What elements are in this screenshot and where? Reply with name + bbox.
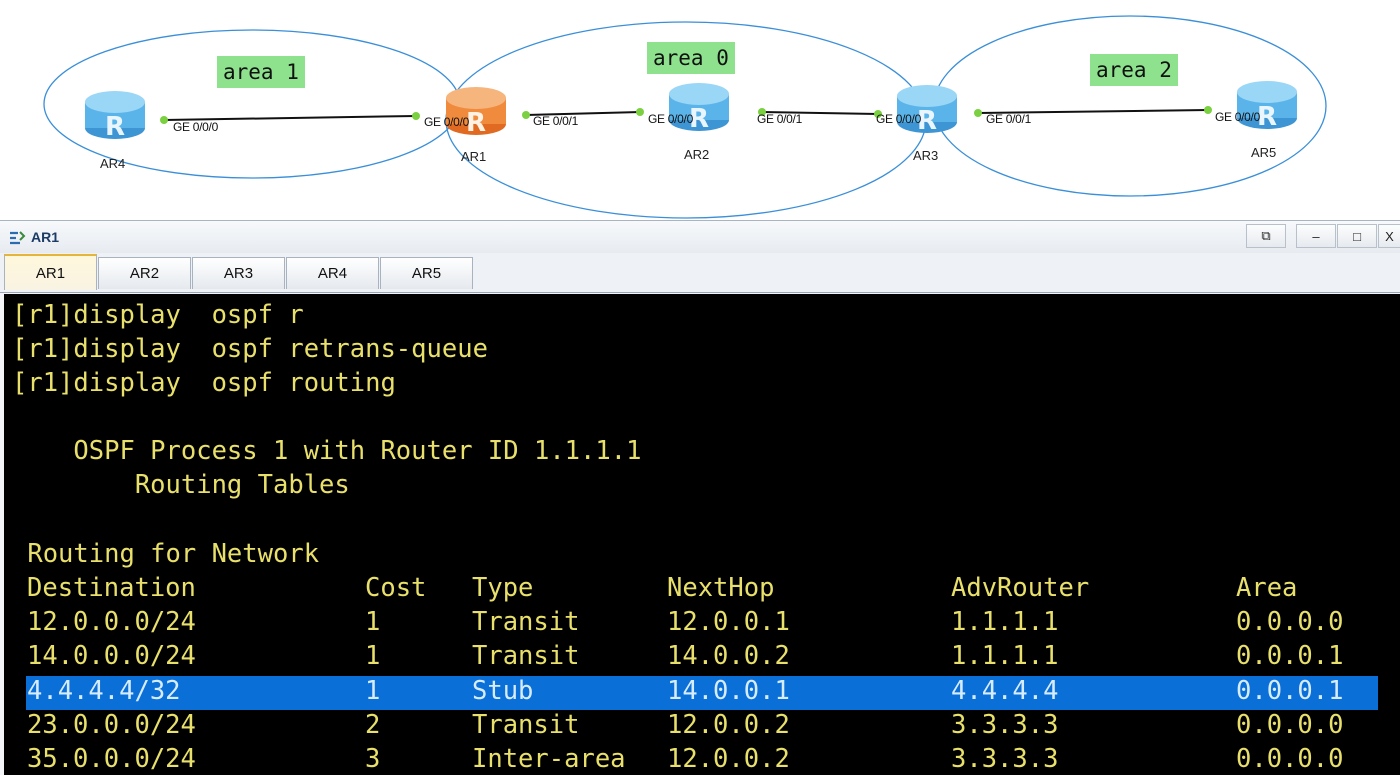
interface-label: GE 0/0/1	[986, 112, 1031, 126]
link-ar2-ar3	[761, 111, 879, 115]
col-header-advrouter: AdvRouter	[951, 573, 1090, 603]
table-cell: 3.3.3.3	[951, 744, 1059, 774]
port-dot	[974, 109, 982, 117]
terminal-console[interactable]: [r1]display ospf r [r1]display ospf retr…	[4, 294, 1400, 775]
table-cell: Transit	[472, 710, 580, 740]
terminal-line: Routing for Network	[12, 539, 320, 569]
tab-ar2[interactable]: AR2	[98, 257, 191, 289]
router-ar3-icon[interactable]: R	[896, 84, 958, 134]
table-cell-selected: Stub	[472, 676, 534, 706]
table-cell: 1	[365, 607, 381, 637]
table-cell: 3.3.3.3	[951, 710, 1059, 740]
interface-label: GE 0/0/0	[424, 115, 469, 129]
close-button[interactable]: X	[1378, 224, 1400, 248]
table-cell: 2	[365, 710, 381, 740]
svg-text:R: R	[105, 112, 125, 140]
terminal-line: [r1]display ospf routing	[12, 368, 396, 398]
table-cell: 12.0.0.2	[667, 744, 790, 774]
col-header-destination: Destination	[27, 573, 196, 603]
window-title: AR1	[31, 229, 60, 245]
table-cell-selected: 4.4.4.4	[951, 676, 1059, 706]
svg-text:R: R	[466, 108, 486, 136]
minimize-button[interactable]: –	[1296, 224, 1336, 248]
interface-label: GE 0/0/0	[876, 112, 921, 126]
table-cell-selected: 0.0.0.1	[1236, 676, 1344, 706]
port-dot	[1204, 106, 1212, 114]
terminal-line: [r1]display ospf retrans-queue	[12, 334, 488, 364]
link-ar1-ar2	[525, 111, 641, 116]
port-dot	[412, 112, 420, 120]
topology-canvas[interactable]: R R R R R area 1 area 0 area 2 AR4 AR1 A…	[0, 0, 1400, 220]
area-2-label[interactable]: area 2	[1090, 54, 1178, 86]
svg-text:R: R	[1257, 102, 1277, 130]
terminal-line: OSPF Process 1 with Router ID 1.1.1.1	[12, 436, 642, 466]
interface-label: GE 0/0/1	[533, 114, 578, 128]
tab-ar5[interactable]: AR5	[380, 257, 473, 289]
interface-label: GE 0/0/1	[757, 112, 802, 126]
col-header-type: Type	[472, 573, 534, 603]
table-cell: 14.0.0.2	[667, 641, 790, 671]
table-cell-selected: 1	[365, 676, 381, 706]
table-cell: 12.0.0.2	[667, 710, 790, 740]
svg-text:R: R	[917, 106, 937, 134]
device-label-ar1: AR1	[461, 149, 487, 164]
table-cell: Transit	[472, 607, 580, 637]
table-cell: 1	[365, 641, 381, 671]
table-cell: 0.0.0.0	[1236, 744, 1344, 774]
interface-label: GE 0/0/0	[173, 120, 218, 134]
port-dot	[160, 116, 168, 124]
tab-ar3[interactable]: AR3	[192, 257, 285, 289]
table-cell: 0.0.0.0	[1236, 607, 1344, 637]
table-cell: 14.0.0.0/24	[27, 641, 196, 671]
col-header-nexthop: NextHop	[667, 573, 775, 603]
table-cell: 23.0.0.0/24	[27, 710, 196, 740]
svg-text:R: R	[689, 104, 709, 132]
area-0-label[interactable]: area 0	[647, 42, 735, 74]
table-cell: Transit	[472, 641, 580, 671]
table-cell: 12.0.0.1	[667, 607, 790, 637]
terminal-line: Routing Tables	[12, 470, 350, 500]
router-ar4-icon[interactable]: R	[84, 90, 146, 140]
table-cell: 1.1.1.1	[951, 641, 1059, 671]
device-label-ar2: AR2	[684, 147, 710, 162]
table-cell: 0.0.0.1	[1236, 641, 1344, 671]
topology-links	[43, 15, 1327, 219]
tab-ar1[interactable]: AR1	[4, 254, 97, 290]
area-1-label[interactable]: area 1	[217, 56, 305, 88]
port-dot	[636, 108, 644, 116]
terminal-line: [r1]display ospf r	[12, 300, 304, 330]
table-cell: 3	[365, 744, 381, 774]
router-ar5-icon[interactable]: R	[1236, 80, 1298, 130]
col-header-cost: Cost	[365, 573, 427, 603]
interface-label: GE 0/0/0	[1215, 110, 1260, 124]
device-tabs: AR1 AR2 AR3 AR4 AR5	[0, 253, 1400, 293]
terminal-app-icon	[10, 231, 26, 245]
table-cell: 0.0.0.0	[1236, 710, 1344, 740]
window-titlebar[interactable]: AR1 ⧉ – □ X	[0, 220, 1400, 253]
table-cell: Inter-area	[472, 744, 626, 774]
router-ar1-icon[interactable]: R	[445, 86, 507, 136]
selection-highlight	[26, 676, 1378, 710]
col-header-area: Area	[1236, 573, 1298, 603]
device-label-ar5: AR5	[1251, 145, 1277, 160]
interface-label: GE 0/0/0	[648, 112, 693, 126]
table-cell-selected: 4.4.4.4/32	[27, 676, 181, 706]
port-dot	[522, 111, 530, 119]
restore-button[interactable]: ⧉	[1246, 224, 1286, 248]
maximize-button[interactable]: □	[1337, 224, 1377, 248]
port-dot	[758, 108, 766, 116]
device-label-ar3: AR3	[913, 148, 939, 163]
cli-window: AR1 ⧉ – □ X AR1 AR2 AR3 AR4 AR5 [r1]disp…	[0, 220, 1400, 775]
tab-ar4[interactable]: AR4	[286, 257, 379, 289]
link-ar4-ar1	[163, 115, 417, 121]
table-cell-selected: 14.0.0.1	[667, 676, 790, 706]
router-ar2-icon[interactable]: R	[668, 82, 730, 132]
table-cell: 1.1.1.1	[951, 607, 1059, 637]
device-label-ar4: AR4	[100, 156, 126, 171]
link-ar3-ar5	[977, 109, 1209, 114]
port-dot	[874, 110, 882, 118]
table-cell: 35.0.0.0/24	[27, 744, 196, 774]
table-cell: 12.0.0.0/24	[27, 607, 196, 637]
